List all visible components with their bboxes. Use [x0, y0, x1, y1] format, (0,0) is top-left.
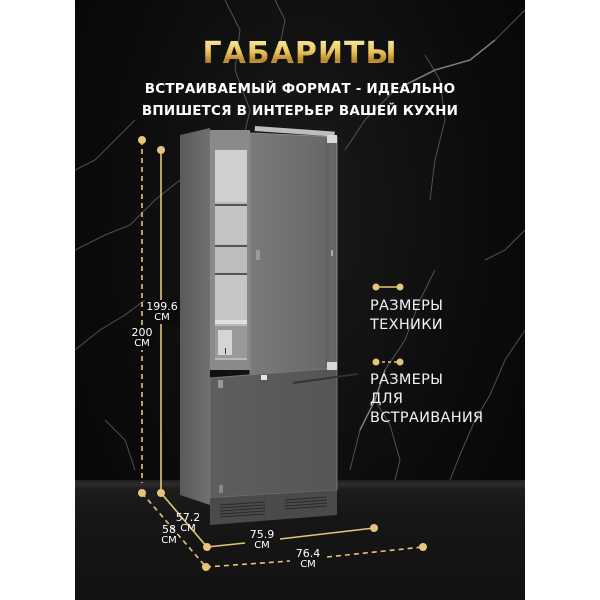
dot — [138, 136, 146, 144]
dashed-line-legend-icon — [372, 358, 404, 366]
subtitle-line-1: ВСТРАИВАЕМЫЙ ФОРМАТ - ИДЕАЛЬНО — [144, 81, 456, 97]
width-appliance-label: 75.9 СМ — [249, 528, 275, 551]
width-builtin-label: 76.4 СМ — [295, 547, 321, 570]
dimension-lines — [138, 136, 427, 571]
refrigerator-image — [180, 126, 358, 525]
legend-builtin-dimensions: РАЗМЕРЫ ДЛЯ ВСТРАИВАНИЯ — [370, 372, 484, 426]
infographic-panel: ГАБАРИТЫ ВСТРАИВАЕМЫЙ ФОРМАТ - ИДЕАЛЬНО … — [75, 0, 525, 600]
height-builtin-label: 200 СМ — [127, 326, 157, 350]
depth-builtin-label: 58 СМ — [161, 523, 177, 546]
marble-veins — [75, 0, 525, 481]
depth-appliance-label: 57.2 СМ — [175, 511, 201, 534]
depth-appliance-line — [160, 492, 208, 548]
legend-appliance-dimensions: РАЗМЕРЫ ТЕХНИКИ — [370, 298, 444, 333]
subtitle: ВСТРАИВАЕМЫЙ ФОРМАТ - ИДЕАЛЬНО ВПИШЕТСЯ … — [75, 78, 525, 122]
solid-line-legend-icon — [372, 283, 404, 291]
height-appliance-label: 199.6 СМ — [145, 300, 179, 324]
depth-builtin-line — [141, 492, 207, 568]
page-title: ГАБАРИТЫ — [75, 36, 525, 71]
subtitle-line-2: ВПИШЕТСЯ В ИНТЕРЬЕР ВАШЕЙ КУХНИ — [141, 103, 459, 119]
